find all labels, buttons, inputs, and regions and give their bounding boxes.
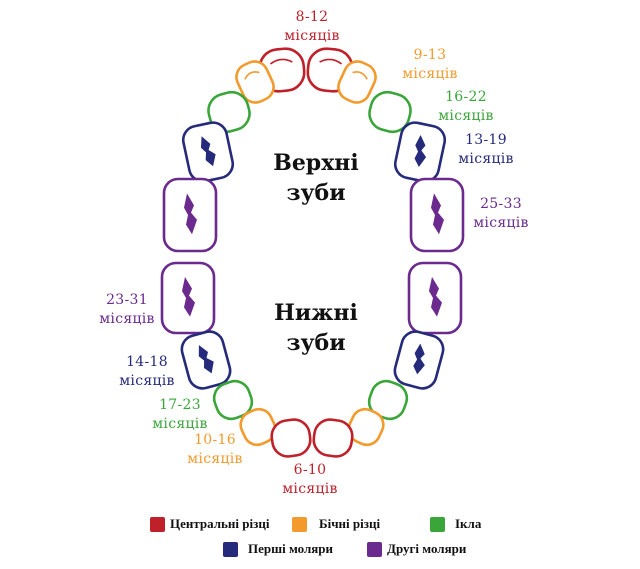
lower-lateral-left-tooth [239, 407, 277, 447]
label-upper-first-molar: 13-19 місяців [441, 131, 531, 169]
edge-mark [269, 58, 293, 65]
range: 8-12 [295, 9, 329, 25]
upper-title-line1: Верхні [273, 150, 359, 176]
legend-label: Центральні різці [170, 516, 270, 531]
range: 25-33 [480, 196, 522, 212]
cusp-mark [198, 345, 214, 374]
upper-second-molar-left-tooth [162, 177, 218, 253]
label-lower-first-molar: 14-18 місяців [102, 353, 192, 391]
lower-central-left-tooth [270, 418, 312, 458]
label-upper-second-molar: 25-33 місяців [456, 195, 546, 233]
legend-label: Ікла [455, 516, 482, 531]
range: 6-10 [293, 462, 327, 478]
upper-second-molar-right-tooth [409, 177, 465, 253]
cusp-mark [184, 193, 197, 235]
range: 23-31 [106, 292, 148, 308]
unit: місяців [473, 215, 529, 231]
cusp-mark [200, 136, 216, 167]
lower-lateral-right-tooth [347, 407, 385, 447]
upper-lateral-left-tooth [235, 60, 275, 104]
label-upper-canine: 16-22 місяців [421, 88, 511, 126]
first-molar-swatch [223, 541, 238, 557]
label-lower-central: 6-10 місяців [265, 461, 355, 499]
lower-second-molar-right-tooth [407, 261, 463, 335]
upper-first-molar-left-tooth [181, 121, 235, 183]
cusp-mark [182, 277, 195, 317]
cusp-mark [431, 193, 444, 235]
lower-title-line2: зуби [286, 330, 346, 356]
label-lower-second-molar: 23-31 місяців [82, 291, 172, 329]
legend-label: Бічні різці [319, 516, 381, 531]
cusp-mark [414, 134, 427, 168]
label-upper-lateral: 9-13 місяців [385, 46, 475, 84]
edge-mark [244, 71, 260, 80]
lower-teeth-title: Нижні зуби [246, 298, 386, 358]
range: 14-18 [126, 354, 168, 370]
cusp-mark [429, 277, 442, 317]
upper-teeth-title: Верхні зуби [246, 148, 386, 208]
range: 9-13 [413, 47, 447, 63]
cusp-mark [413, 343, 425, 375]
unit: місяців [458, 151, 514, 167]
edge-mark [319, 58, 343, 65]
central-swatch [150, 516, 165, 532]
edge-mark [352, 71, 368, 80]
lower-canine-left-tooth [212, 379, 254, 421]
unit: місяців [402, 66, 458, 82]
upper-title-line2: зуби [286, 180, 346, 206]
legend-label: Перші моляри [248, 541, 334, 556]
unit: місяців [282, 481, 338, 497]
canine-swatch [430, 516, 445, 532]
legend-lateral: Бічні різці [292, 516, 380, 532]
upper-lateral-right-tooth [337, 60, 377, 104]
label-upper-central: 8-12 місяців [267, 8, 357, 46]
second-molar-swatch [367, 541, 382, 557]
unit: місяців [284, 28, 340, 44]
legend-label: Другі моляри [387, 541, 467, 556]
range: 17-23 [159, 397, 201, 413]
unit: місяців [99, 311, 155, 327]
unit: місяців [119, 373, 175, 389]
legend-central: Центральні різці [150, 516, 269, 532]
unit: місяців [187, 451, 243, 467]
label-lower-lateral: 10-16 місяців [170, 431, 260, 469]
lower-second-molar-left-tooth [160, 261, 216, 335]
upper-first-molar-right-tooth [393, 121, 447, 183]
range: 13-19 [465, 132, 507, 148]
lateral-swatch [292, 516, 307, 532]
range: 16-22 [445, 89, 487, 105]
upper-canine-left-tooth [207, 90, 251, 134]
legend-canine: Ікла [430, 516, 481, 532]
unit: місяців [438, 108, 494, 124]
lower-first-molar-left-tooth [180, 330, 232, 390]
lower-title-line1: Нижні [274, 300, 358, 326]
range: 10-16 [194, 432, 236, 448]
legend-first-molar: Перші моляри [223, 541, 333, 557]
lower-central-right-tooth [312, 418, 354, 458]
upper-canine-right-tooth [368, 90, 412, 134]
lower-first-molar-right-tooth [393, 330, 445, 390]
unit: місяців [152, 416, 208, 432]
label-lower-canine: 17-23 місяців [135, 396, 225, 434]
legend-second-molar: Другі моляри [367, 541, 466, 557]
